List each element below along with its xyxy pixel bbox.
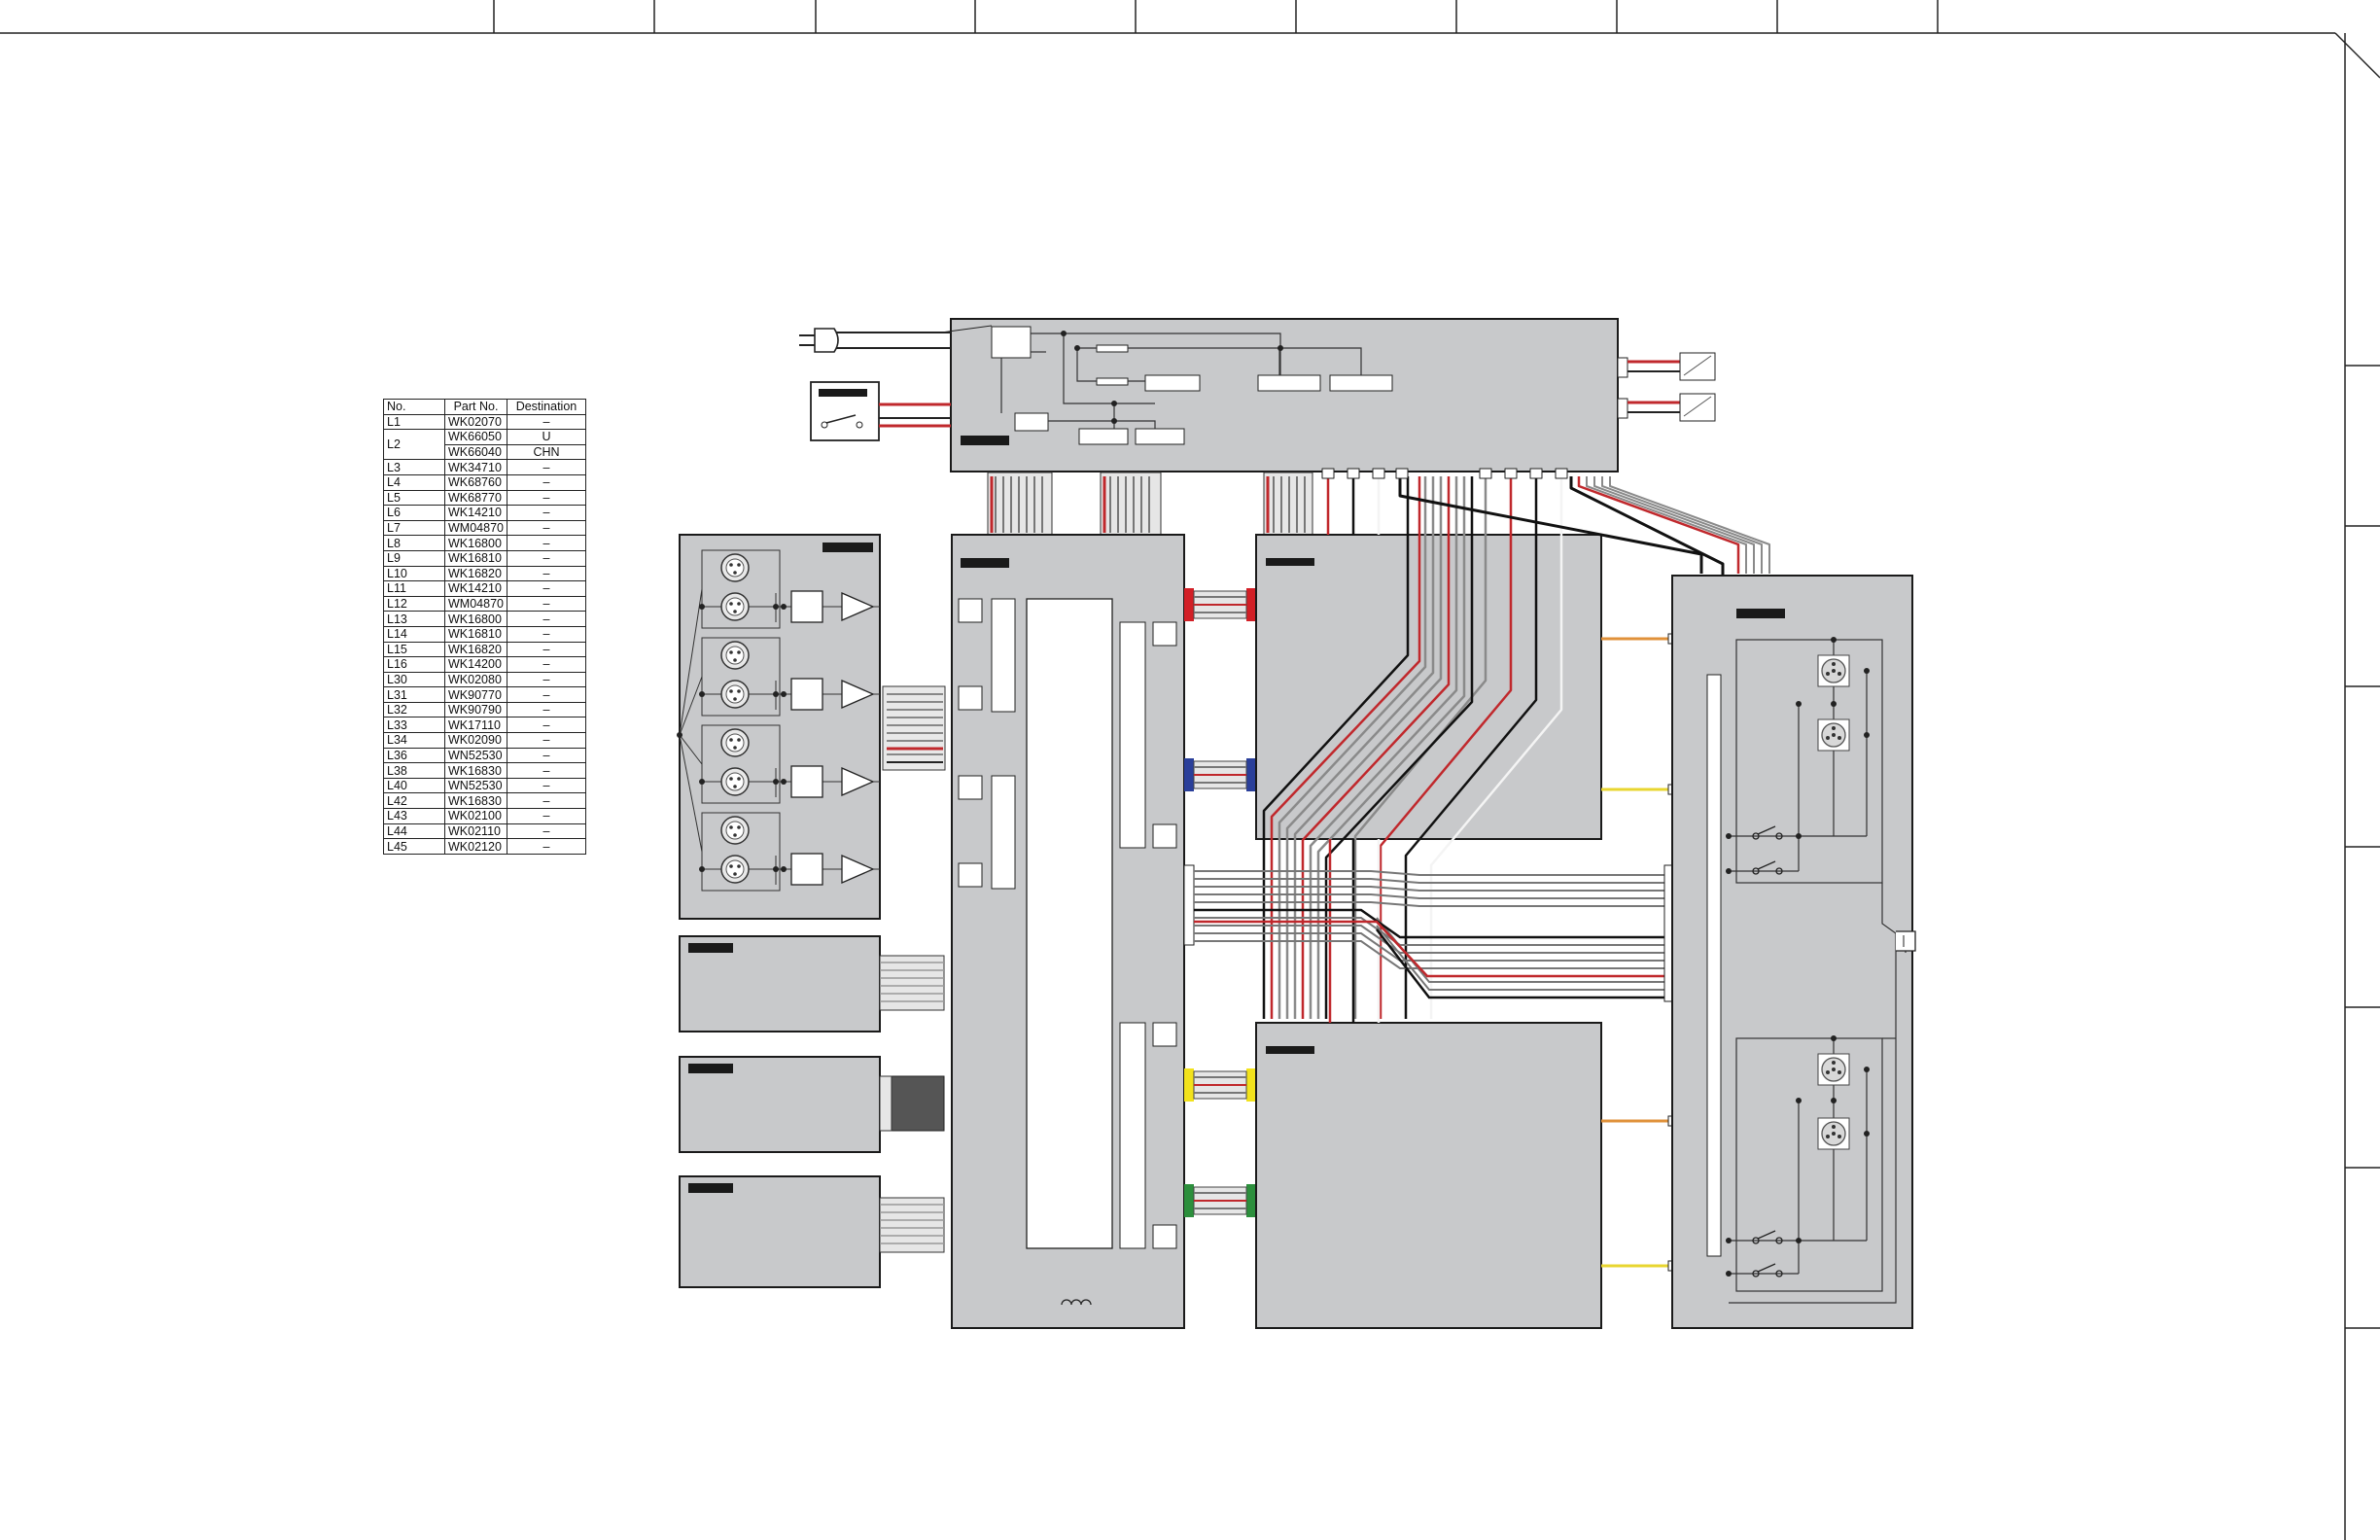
ribbon-cable-input [882,685,946,771]
cell-no: L2 [383,429,445,461]
cell-no: L15 [383,641,445,658]
cell-part-no: WK16830 [444,762,508,779]
cell-no: L30 [383,671,445,688]
speaker-output-board [1671,575,1916,1329]
col-header-no: No. [383,399,445,415]
horizontal-wire-bundle [1183,864,1675,1002]
cell-no: L8 [383,535,445,551]
cell-part-no: WK68770 [444,489,508,507]
switch-contact-icon [1752,825,1783,1278]
coil-icon [1061,1299,1092,1306]
cell-part-no: WK02080 [444,671,508,688]
connector-blue [1184,758,1256,791]
power-switch-icon [810,381,951,441]
col-header-part-no: Part No. [444,399,508,415]
power-supply-board [950,318,1619,472]
connector-red [1184,588,1256,621]
cell-no: L10 [383,565,445,582]
cell-part-no: WK34710 [444,459,508,475]
cell-part-no: WN52530 [444,747,508,764]
ribbon-cable-power-2 [1100,472,1162,536]
cell-part-no: WM04870 [444,519,508,537]
sub-board-1 [679,935,945,1032]
cell-part-no: WK90770 [444,686,508,703]
connector-green [1184,1184,1256,1217]
cell-part-no: WN52530 [444,777,508,794]
cell-part-no: WK14210 [444,580,508,597]
sub-board-2 [679,1056,945,1153]
cell-no: L40 [383,777,445,794]
cell-no: L34 [383,732,445,749]
main-board [951,534,1185,1329]
ribbon-cable-power-1 [987,472,1053,536]
cell-no: L38 [383,762,445,779]
amplifier-triangle-icon [841,592,875,884]
cell-no: L33 [383,717,445,734]
cell-no: L43 [383,808,445,824]
amp-board-lower [1255,1022,1602,1329]
cell-no: L45 [383,838,445,855]
cell-part-no: WK14200 [444,656,508,673]
cell-no: L3 [383,459,445,475]
connector-yellow [1184,1068,1256,1102]
sub-board-3 [679,1175,945,1288]
cell-destination: – [506,838,586,855]
power-plug-icon [799,325,993,353]
input-board [677,534,881,920]
cell-part-no: WK90790 [444,701,508,718]
cell-no: L42 [383,792,445,810]
cell-part-no: WK02090 [444,732,508,749]
output-terminal-icons [1617,352,1716,422]
ribbon-cable-power-3 [1263,472,1313,536]
cell-part-no: WK16820 [444,565,508,582]
